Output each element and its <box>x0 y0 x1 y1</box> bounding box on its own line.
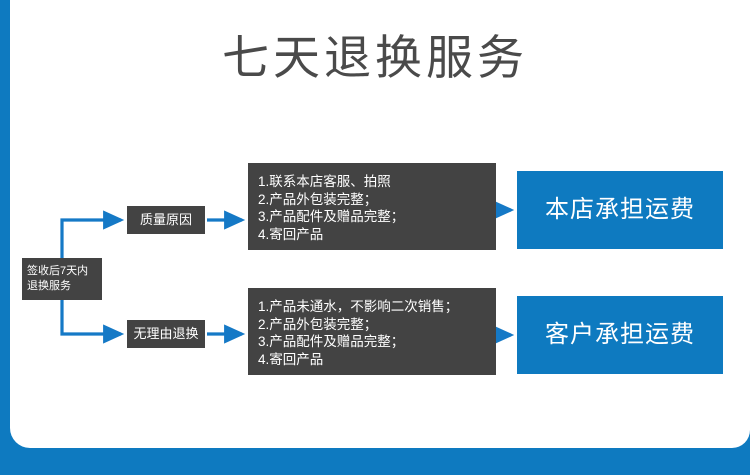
page-title: 七天退换服务 <box>222 31 528 84</box>
detail-line: 4.寄回产品 <box>258 226 324 242</box>
detail-line: 3.产品配件及赠品完整； <box>258 334 405 349</box>
flow-detail-quality: 1.联系本店客服、拍照 2.产品外包装完整； 3.产品配件及赠品完整； 4.寄回… <box>248 163 496 250</box>
flow-root-node: 签收后7天内 退换服务 <box>22 258 102 300</box>
frame-corner-bottom-left <box>10 428 30 448</box>
detail-line: 4.寄回产品 <box>258 351 324 367</box>
flow-result-shop-pays-shipping: 本店承担运费 <box>517 171 723 249</box>
detail-line: 3.产品配件及赠品完整； <box>258 209 405 224</box>
flow-reason-no-reason: 无理由退换 <box>127 320 205 348</box>
flow-result-customer-pays-shipping: 客户承担运费 <box>517 296 723 374</box>
frame-bottom-bar <box>0 448 750 475</box>
detail-line: 1.联系本店客服、拍照 <box>258 174 391 189</box>
flow-detail-no-reason: 1.产品未通水，不影响二次销售； 2.产品外包装完整； 3.产品配件及赠品完整；… <box>248 288 496 375</box>
detail-line: 2.产品外包装完整； <box>258 191 378 207</box>
flow-root-line-1: 签收后7天内 <box>27 265 89 277</box>
detail-line: 2.产品外包装完整； <box>258 316 378 332</box>
frame-left-bar <box>0 0 10 448</box>
frame-corner-bottom-right <box>732 428 750 448</box>
detail-line: 1.产品未通水，不影响二次销售； <box>258 299 459 314</box>
flow-root-line-2: 退换服务 <box>27 280 71 292</box>
flow-reason-quality: 质量原因 <box>127 206 205 234</box>
